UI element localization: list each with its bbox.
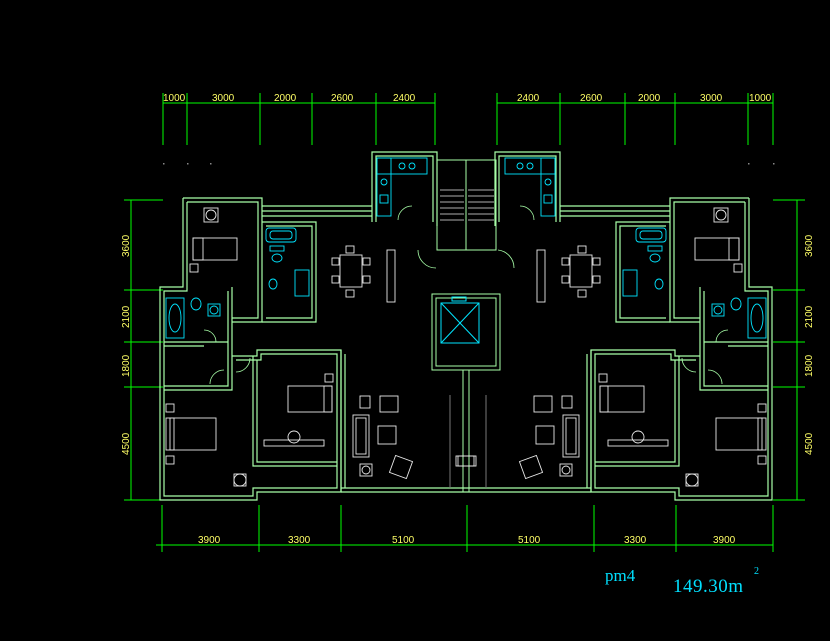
plan-code-label: pm4 — [605, 566, 636, 585]
dim-bottom-6: 3900 — [713, 535, 736, 546]
dim-right-3: 1800 — [804, 354, 815, 377]
stair-core — [431, 159, 501, 492]
furniture-left-unit — [165, 207, 475, 487]
fixtures-right-unit — [504, 157, 767, 339]
dim-top-left-4: 2600 — [331, 93, 354, 104]
dim-top-left-5: 2400 — [393, 93, 416, 104]
area-label: 149.30m — [673, 576, 744, 598]
dim-top-right-5: 1000 — [749, 93, 772, 104]
dim-left-4: 4500 — [121, 432, 132, 455]
dim-left-2: 2100 — [121, 305, 132, 328]
area-unit: m — [728, 576, 744, 597]
dim-bottom-2: 3300 — [288, 535, 311, 546]
dim-right-1: 3600 — [804, 234, 815, 257]
door-swings — [203, 205, 729, 385]
dim-bottom-1: 3900 — [198, 535, 221, 546]
dim-top-left-1: 1000 — [163, 93, 186, 104]
furniture-right-unit — [457, 207, 767, 487]
dim-right-2: 2100 — [804, 305, 815, 328]
walls-right-unit — [466, 151, 773, 501]
area-value: 149.30 — [673, 576, 729, 597]
fixtures-left-unit — [165, 157, 428, 339]
dim-right-4: 4500 — [804, 432, 815, 455]
dimension-texts: 1000 3000 2000 2600 2400 2400 2600 2000 … — [121, 93, 815, 546]
dim-top-right-3: 2000 — [638, 93, 661, 104]
grid-marks — [163, 163, 775, 165]
dim-top-right-4: 3000 — [700, 93, 723, 104]
dim-bottom-5: 3300 — [624, 535, 647, 546]
dimension-lines — [124, 93, 805, 552]
dim-top-left-3: 2000 — [274, 93, 297, 104]
dim-top-right-2: 2600 — [580, 93, 603, 104]
area-superscript: 2 — [754, 566, 759, 577]
dim-left-3: 1800 — [121, 354, 132, 377]
dim-top-right-1: 2400 — [517, 93, 540, 104]
dim-bottom-3: 5100 — [392, 535, 415, 546]
dim-bottom-4: 5100 — [518, 535, 541, 546]
dim-top-left-2: 3000 — [212, 93, 235, 104]
dim-left-1: 3600 — [121, 234, 132, 257]
walls-left-unit — [159, 151, 466, 501]
